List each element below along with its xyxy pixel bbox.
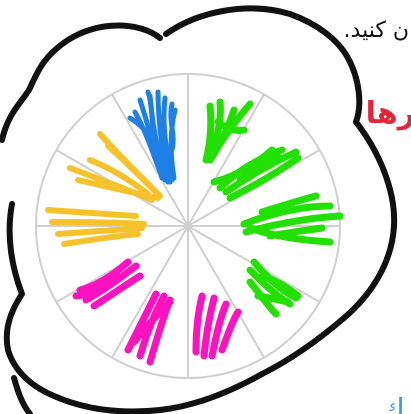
outline-stroke-top: [166, 8, 359, 122]
wheel: [36, 74, 340, 378]
yellow-scribble: [48, 134, 160, 244]
outline-stroke-bottom: [8, 350, 262, 411]
wheel-divider-8: [112, 226, 188, 358]
green-scribble: [206, 102, 340, 314]
outline-stroke-left: [7, 204, 22, 350]
